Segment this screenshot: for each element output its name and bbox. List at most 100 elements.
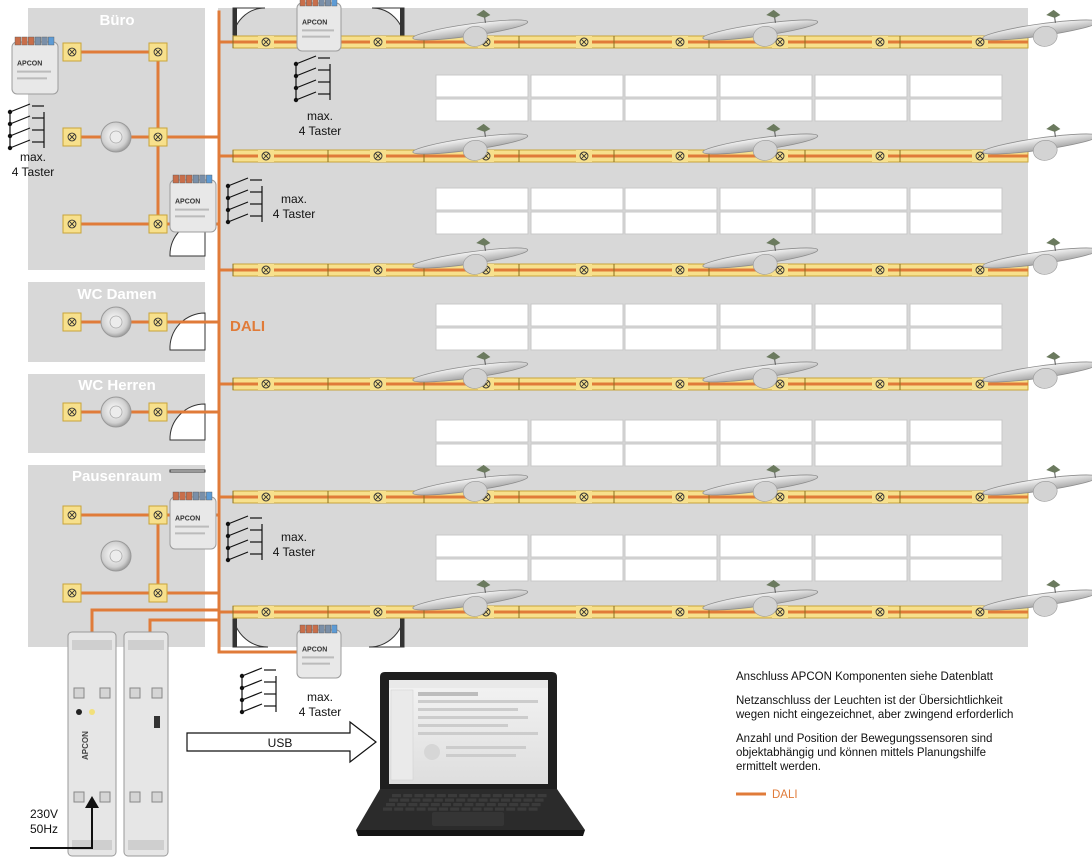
linear-luminaire [412,351,529,389]
laptop-key [427,807,437,811]
laptop-key [445,798,454,802]
laptop-key [495,807,504,811]
desk [719,443,813,467]
lamp-symbol [775,607,785,617]
laptop-key [483,807,493,811]
desk [530,443,624,467]
din-rail-devices: APCON [67,631,169,857]
lamp-row [219,464,1092,504]
desk [530,327,624,351]
linear-luminaire [412,9,529,47]
lamp-symbol [975,379,985,389]
desk [814,534,908,558]
lamp-symbol [261,265,271,275]
laptop-key [528,807,538,811]
linear-luminaire [412,237,529,275]
max-label-buero: max. [20,150,46,164]
desk [435,327,529,351]
note-sensors-1: Anzahl und Position der Bewegungssensore… [736,733,992,745]
desk [814,98,908,122]
lamp-symbol [261,37,271,47]
apcon-module-buero-2: APCON [169,174,217,233]
laptop-key [515,794,525,798]
mains-arrow [30,796,99,849]
note-sensors-2: objektabhängig und können mittels Planun… [736,747,986,759]
desk [909,74,1003,98]
desk [719,534,813,558]
desk [909,419,1003,443]
lamp-symbol [373,379,383,389]
taster-label-buero: 4 Taster [12,165,54,179]
laptop-key [537,794,547,798]
lamp-row [219,123,1092,163]
desk [719,419,813,443]
switch-group-pausenraum [225,515,263,563]
switch-group-buero-1 [7,103,45,151]
room-label-buero: Büro [100,12,135,29]
laptop-keyboard [383,794,547,811]
desk [435,558,529,582]
desk [435,303,529,327]
desk [530,303,624,327]
laptop [356,672,585,836]
presence-sensor-wc-damen [100,306,132,338]
desk [814,187,908,211]
laptop-key [478,798,488,802]
room-lamp [148,505,168,525]
laptop-key [461,807,471,811]
module-brand: APCON [175,515,200,522]
lamp-symbol [875,379,885,389]
dali-power-supply: APCON [67,631,117,857]
desk [814,74,908,98]
room-lamp [148,583,168,603]
laptop-key [501,798,510,802]
room-lamp [62,127,82,147]
note-sensors-3: ermittelt werden. [736,761,821,773]
linear-luminaire [702,9,819,47]
lamp-symbol [975,151,985,161]
lamp-symbol [975,607,985,617]
room-lamp [62,312,82,332]
lamp-row [219,579,1092,619]
lamp-symbol [373,607,383,617]
linear-luminaire [412,464,529,502]
lamp-symbol [261,492,271,502]
laptop-key [433,798,443,802]
desk [530,558,624,582]
lamp-symbol [775,379,785,389]
frequency-label: 50Hz [30,822,58,836]
switch-group-top [293,55,331,103]
laptop-key [425,794,435,798]
max-label-buero-2: max. [281,192,307,206]
dali-bus-label: DALI [230,318,265,335]
laptop-key [498,803,507,807]
laptop-key [394,807,404,811]
lamp-symbol [373,265,383,275]
desk [814,327,908,351]
laptop-key [517,807,527,811]
desk [909,558,1003,582]
taster-label-bottom: 4 Taster [299,705,341,719]
linear-luminaire [702,464,819,502]
linear-luminaire [982,237,1092,275]
lamp-symbol [875,37,885,47]
lamp-symbol [579,607,589,617]
desk [909,211,1003,235]
desk [719,211,813,235]
room-lamps [62,42,168,603]
lamp-symbol [675,37,685,47]
apcon-module-pausenraum: APCON [169,491,217,550]
laptop-key [459,794,469,798]
laptop-key [464,803,474,807]
desk [909,303,1003,327]
voltage-label: 230V [30,807,58,821]
desk [435,443,529,467]
laptop-key [442,803,451,807]
room-lamp [148,402,168,422]
laptop-key [492,794,502,798]
apcon-module-top: APCON [296,0,342,52]
room-lamp [62,214,82,234]
door-pausenraum [169,469,206,473]
taster-label-top: 4 Taster [299,124,341,138]
linear-luminaire [702,579,819,617]
